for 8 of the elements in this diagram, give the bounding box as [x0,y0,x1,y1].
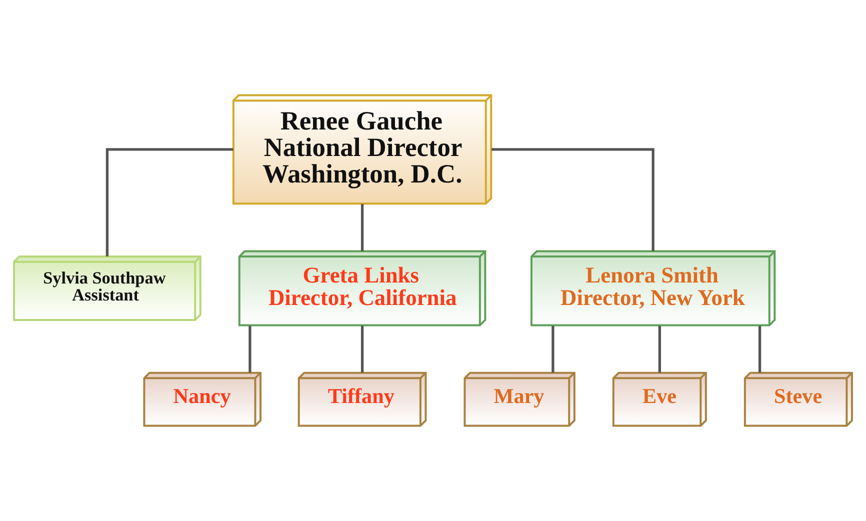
connector [552,326,554,373]
connector [658,326,661,373]
connector [248,326,252,373]
connector [492,148,654,252]
connector [360,326,364,373]
connector [106,148,234,256]
connector [758,326,762,373]
connector [360,204,364,252]
